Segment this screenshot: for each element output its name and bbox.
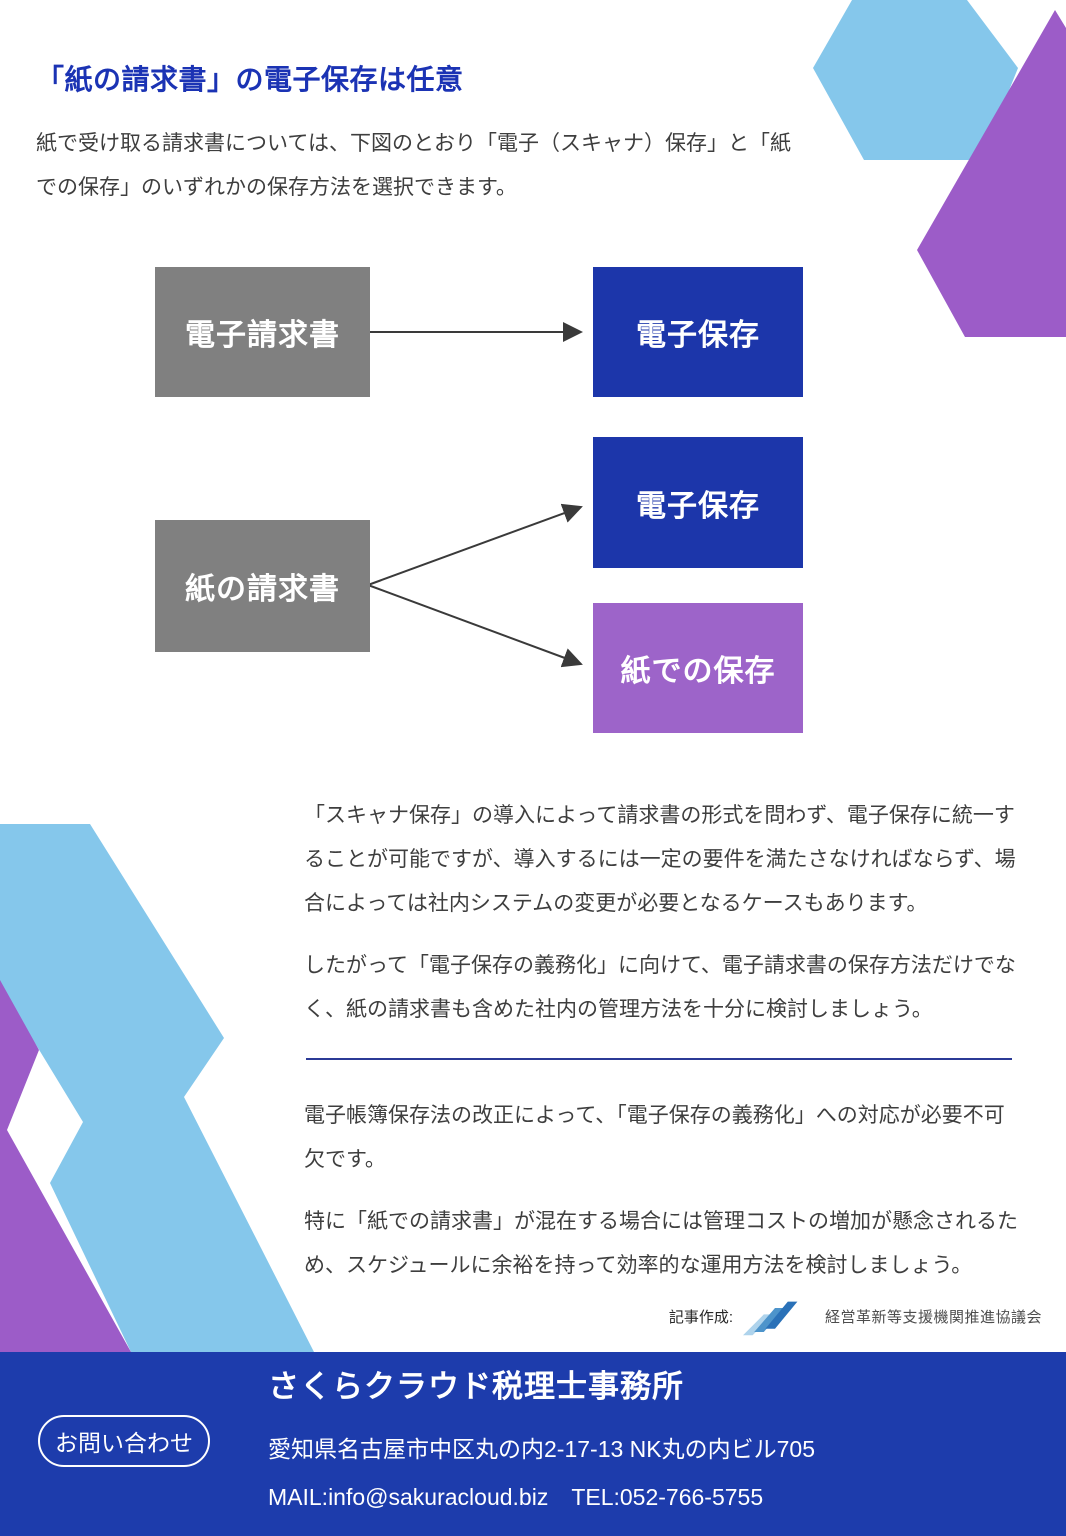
paragraph-especially: 特に「紙での請求書」が混在する場合には管理コストの増加が懸念されるため、スケジュ… xyxy=(304,1210,1018,1277)
node-label: 電子保存 xyxy=(636,319,760,352)
office-name: さくらクラウド税理士事務所 xyxy=(268,1369,684,1404)
ribbon-purple-decoration xyxy=(0,980,131,1352)
node-label: 紙での保存 xyxy=(620,655,776,688)
article-credit: 記事作成: 経営革新等支援機関推進協議会 xyxy=(669,1291,1042,1341)
paragraph-scanner-storage: 「スキャナ保存」の導入によって請求書の形式を問わず、電子保存に統一することが可能… xyxy=(304,804,1016,915)
association-logo-icon xyxy=(742,1301,798,1336)
arrow-paper-to-electronic-storage xyxy=(367,503,583,586)
arrow-paper-to-paper-storage xyxy=(367,584,583,668)
paragraph-law-revision: 電子帳簿保存法の改正によって、「電子保存の義務化」への対応が必要不可欠です。 xyxy=(304,1104,1005,1171)
office-mail-tel: MAIL:info@sakuracloud.biz TEL:052-766-57… xyxy=(268,1484,764,1510)
node-electronic-storage-mid: 電子保存 xyxy=(593,437,803,568)
footer: お問い合わせ さくらクラウド税理士事務所 愛知県名古屋市中区丸の内2-17-13… xyxy=(0,1352,1066,1536)
page-title: 「紙の請求書」の電子保存は任意 xyxy=(36,64,464,95)
intro-section: 「紙の請求書」の電子保存は任意 紙で受け取る請求書については、下図のとおり「電子… xyxy=(36,58,816,210)
node-electronic-storage-top: 電子保存 xyxy=(593,267,803,397)
paragraph-therefore: したがって「電子保存の義務化」に向けて、電子請求書の保存方法だけでなく、紙の請求… xyxy=(304,954,1016,1021)
office-address: 愛知県名古屋市中区丸の内2-17-13 NK丸の内ビル705 xyxy=(268,1436,815,1462)
intro-paragraph: 紙で受け取る請求書については、下図のとおり「電子（スキャナ）保存」と「紙での保存… xyxy=(36,132,791,199)
node-label: 電子請求書 xyxy=(185,319,340,352)
node-electronic-invoice: 電子請求書 xyxy=(155,267,370,397)
section-divider xyxy=(306,1058,1012,1060)
footer-info: さくらクラウド税理士事務所 愛知県名古屋市中区丸の内2-17-13 NK丸の内ビ… xyxy=(268,1366,815,1510)
credit-organization: 経営革新等支援機関推進協議会 xyxy=(824,1308,1042,1326)
diagram-arrows xyxy=(367,322,583,668)
node-label: 電子保存 xyxy=(636,489,760,523)
storage-flow-diagram: 電子請求書 電子保存 電子保存 紙の請求書 紙での保存 xyxy=(0,255,1066,755)
node-paper-storage: 紙での保存 xyxy=(593,603,803,733)
body-copy: 「スキャナ保存」の導入によって請求書の形式を問わず、電子保存に統一することが可能… xyxy=(304,794,1018,1306)
node-paper-invoice: 紙の請求書 xyxy=(155,520,370,652)
credit-label: 記事作成: xyxy=(668,1308,733,1326)
hexagon-lightblue-decoration xyxy=(813,0,1018,160)
contact-button[interactable]: お問い合わせ xyxy=(38,1415,210,1467)
ribbon-lightblue-decoration xyxy=(0,824,314,1352)
node-label: 紙の請求書 xyxy=(185,573,340,606)
